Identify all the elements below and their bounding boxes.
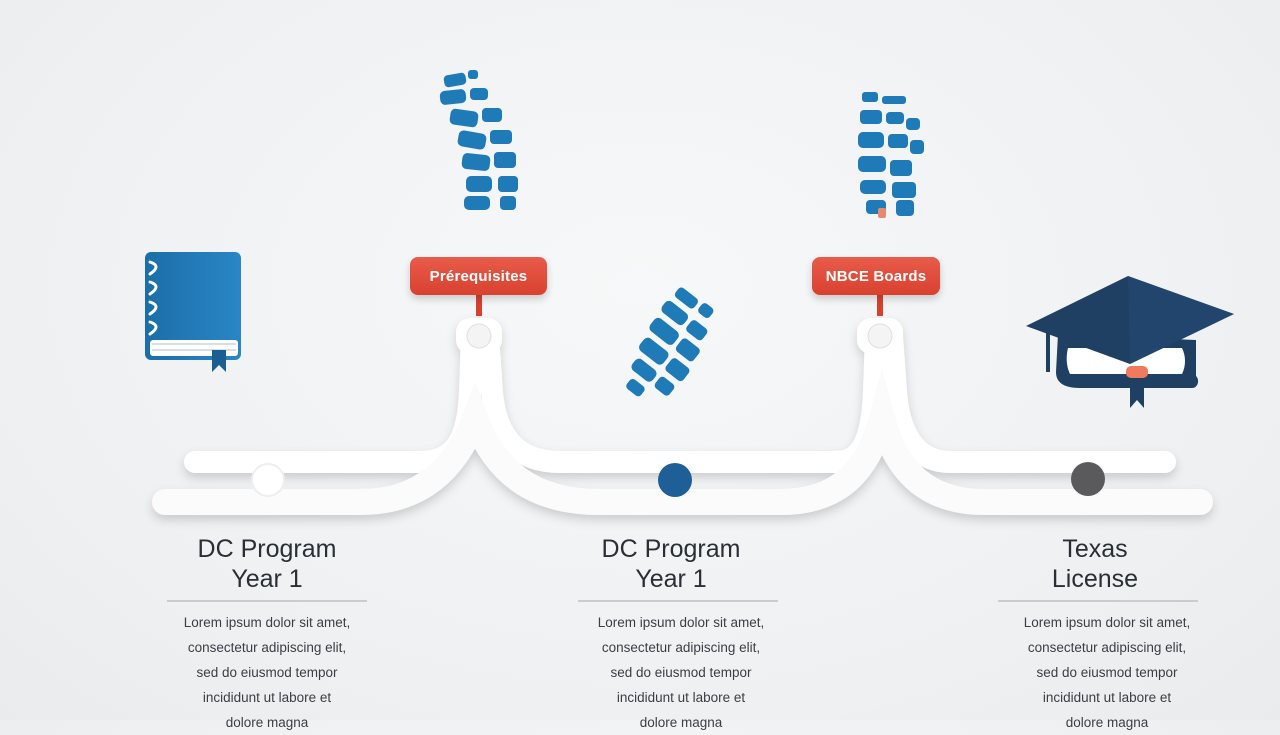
callout-label: NBCE Boards	[825, 267, 927, 285]
callout-stem	[476, 292, 482, 316]
divider	[578, 600, 778, 602]
callout-nbce-boards: NBCE Boards	[812, 257, 940, 295]
stage-title-line: DC Program	[197, 535, 337, 563]
stage-description-2: Lorem ipsum dolor sit amet, consectetur …	[571, 610, 791, 735]
spine-icon	[858, 92, 924, 218]
timeline-node-3	[1071, 462, 1105, 496]
description-line: Lorem ipsum dolor sit amet,	[1023, 615, 1191, 630]
description-line: dolore magna	[639, 715, 723, 730]
stage-description-1: Lorem ipsum dolor sit amet, consectetur …	[157, 610, 377, 735]
book-icon	[145, 252, 241, 372]
stage-title-1: DC Program Year 1	[147, 534, 387, 594]
description-line: Lorem ipsum dolor sit amet,	[183, 615, 351, 630]
timeline-diagram	[145, 70, 1234, 515]
callout-prerequisites: Prérequisites	[410, 257, 547, 295]
stage-title-3: Texas License	[975, 534, 1215, 594]
callout-stem	[877, 292, 883, 316]
spine-icon	[626, 287, 714, 397]
stage-description-3: Lorem ipsum dolor sit amet, consectetur …	[997, 610, 1217, 735]
graduation-cap-icon	[1026, 276, 1234, 408]
description-line: consectetur adipiscing elit,	[187, 640, 347, 655]
stage-title-line: DC Program	[601, 535, 741, 563]
stage-title-line: License	[1051, 565, 1139, 593]
stage-title-line: Year 1	[231, 565, 303, 593]
description-line: sed do eiusmod tempor	[1036, 665, 1178, 680]
spine-icon	[439, 70, 518, 210]
stage-title-line: Texas	[1062, 535, 1128, 563]
divider	[167, 600, 367, 602]
description-line: consectetur adipiscing elit,	[601, 640, 761, 655]
stage-title-line: Year 1	[635, 565, 707, 593]
divider	[998, 600, 1198, 602]
timeline-node-2	[658, 463, 692, 497]
stage-title-2: DC Program Year 1	[551, 534, 791, 594]
callout-anchor-dot	[466, 323, 492, 349]
description-line: dolore magna	[1065, 715, 1149, 730]
timeline-node-1	[251, 463, 285, 497]
callout-anchor-dot	[867, 323, 893, 349]
timeline-track	[152, 318, 1213, 515]
description-line: consectetur adipiscing elit,	[1027, 640, 1187, 655]
description-line: sed do eiusmod tempor	[196, 665, 338, 680]
description-line: Lorem ipsum dolor sit amet,	[597, 615, 765, 630]
description-line: dolore magna	[225, 715, 309, 730]
description-line: sed do eiusmod tempor	[610, 665, 752, 680]
description-line: incididunt ut labore et	[202, 690, 332, 705]
description-line: incididunt ut labore et	[616, 690, 746, 705]
callout-label: Prérequisites	[429, 267, 528, 285]
description-line: incididunt ut labore et	[1042, 690, 1172, 705]
